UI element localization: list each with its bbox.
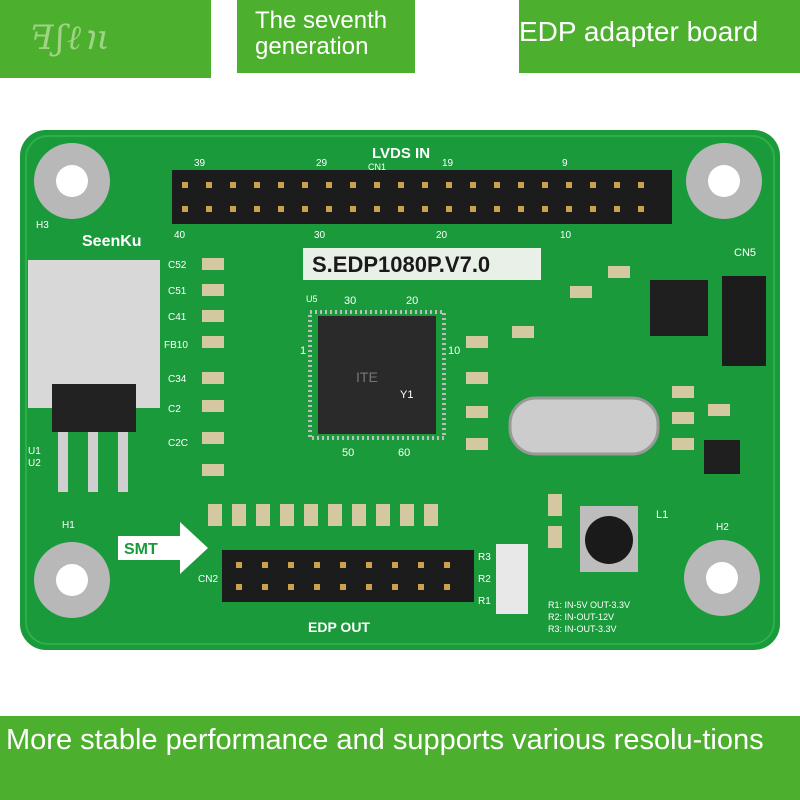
mounting-hole-h3 (34, 143, 110, 219)
svg-text:R1: R1 (478, 596, 491, 607)
smt-arrow (118, 522, 208, 574)
cn5-label: CN5 (734, 247, 756, 259)
product-label: EDP adapter board (519, 16, 759, 47)
svg-text:20: 20 (436, 230, 448, 241)
svg-text:Y1: Y1 (400, 389, 413, 401)
notes-r2: R2: IN-OUT-12V (548, 612, 614, 622)
svg-text:L1: L1 (656, 509, 668, 521)
svg-text:9: 9 (562, 158, 568, 169)
mounting-hole-h2 (684, 540, 760, 616)
svg-text:C51: C51 (168, 286, 187, 297)
ic-sot (704, 440, 740, 474)
banner-gap (415, 0, 519, 73)
resistor-block (496, 544, 528, 614)
svg-text:20: 20 (406, 295, 418, 307)
ic-marking: ITE (356, 369, 378, 385)
edp-connector (222, 550, 474, 602)
generation-label: The seventh generation (255, 7, 388, 60)
heatsink-pad (28, 260, 160, 408)
svg-text:H2: H2 (716, 522, 729, 533)
pcb-photo: LVDS IN CN1 SeenKu S.EDP1080P.V7.0 ITE Y… (0, 86, 800, 694)
svg-text:FB10: FB10 (164, 340, 188, 351)
svg-text:C34: C34 (168, 374, 187, 385)
svg-text:C52: C52 (168, 260, 187, 271)
caption-text: More stable performance and supports var… (6, 724, 764, 756)
crystal-y1 (508, 396, 660, 456)
svg-text:10: 10 (448, 345, 460, 357)
notes-r1: R1: IN-5V OUT-3.3V (548, 600, 630, 610)
notes-r3: R3: IN-OUT-3.3V (548, 624, 617, 634)
smt-label: SMT (124, 541, 158, 558)
svg-text:50: 50 (342, 447, 354, 459)
svg-text:C41: C41 (168, 312, 187, 323)
svg-text:C2C: C2C (168, 438, 188, 449)
generation-banner: The seventh generation (237, 0, 415, 73)
brand-logo: ꟻʃℓ℩ι (30, 18, 112, 58)
svg-text:R2: R2 (478, 574, 491, 585)
svg-text:C2: C2 (168, 404, 181, 415)
main-ic-u5 (318, 316, 436, 434)
edp-out-label: EDP OUT (308, 619, 370, 635)
svg-text:39: 39 (194, 158, 206, 169)
svg-text:H1: H1 (62, 520, 75, 531)
svg-text:40: 40 (174, 230, 186, 241)
svg-text:30: 30 (314, 230, 326, 241)
svg-text:19: 19 (442, 158, 454, 169)
cn5-header (722, 276, 766, 366)
svg-text:R3: R3 (478, 552, 491, 563)
model-silkscreen: S.EDP1080P.V7.0 (312, 252, 490, 277)
cn1-label: CN1 (368, 162, 386, 172)
brand-silkscreen: SeenKu (82, 233, 142, 250)
caption-banner: More stable performance and supports var… (0, 716, 800, 800)
lvds-in-label: LVDS IN (372, 145, 430, 162)
svg-text:60: 60 (398, 447, 410, 459)
svg-text:U5: U5 (306, 294, 318, 304)
svg-text:10: 10 (560, 230, 572, 241)
cn2-label: CN2 (198, 574, 218, 585)
svg-text:29: 29 (316, 158, 328, 169)
mounting-hole-tr (686, 143, 762, 219)
mounting-hole-h1 (34, 542, 110, 618)
svg-text:U2: U2 (28, 458, 41, 469)
svg-text:H3: H3 (36, 220, 49, 231)
logo-banner: ꟻʃℓ℩ι (0, 0, 211, 78)
svg-text:1: 1 (300, 345, 306, 357)
svg-text:U1: U1 (28, 446, 41, 457)
regulator-u1 (52, 384, 136, 432)
ic-8pin (650, 280, 708, 336)
svg-text:30: 30 (344, 295, 356, 307)
lvds-connector (172, 170, 672, 224)
product-banner: EDP adapter board (519, 0, 800, 73)
